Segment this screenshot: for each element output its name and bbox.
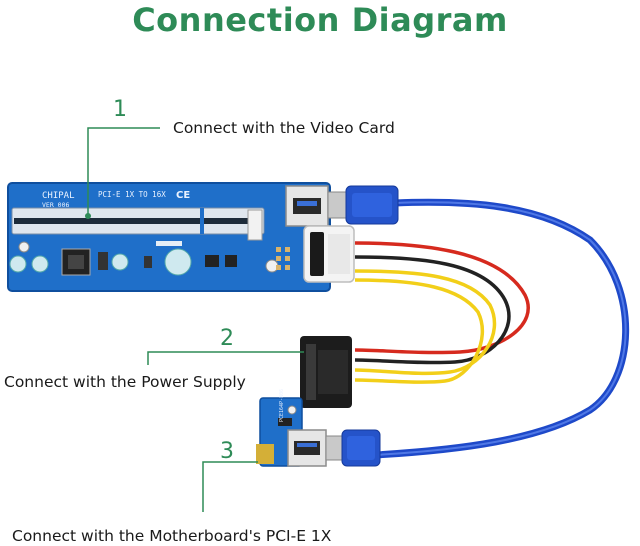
capacitor <box>31 255 49 273</box>
molex-connector <box>303 225 355 283</box>
capacitor <box>111 253 129 271</box>
diagram-title: Connection Diagram <box>132 1 508 39</box>
capacitor <box>164 248 192 276</box>
usb-cable <box>371 198 630 459</box>
usb-plug-top <box>327 185 399 225</box>
callout-label-power-supply: Connect with the Power Supply <box>4 373 246 391</box>
callout-leaders <box>85 127 304 512</box>
pcie-1x-adapter-board: PCE164P-N06 <box>256 389 303 467</box>
board-brand: CHIPAL <box>42 191 75 201</box>
usb-plug-bottom <box>325 429 381 467</box>
board-cert: CE <box>176 190 190 201</box>
callout-number-1: 1 <box>113 97 127 122</box>
usb-port-adapter <box>287 429 327 467</box>
power-wires <box>354 241 530 384</box>
usb-port-board <box>285 185 329 227</box>
sata-power-connector <box>300 336 352 408</box>
adapter-board-text: PCE164P-N06 <box>279 389 285 422</box>
leader-line-1 <box>87 127 160 216</box>
leader-line-3 <box>202 461 258 512</box>
board-version: VER 006 <box>42 201 69 209</box>
leader-dot-1 <box>85 213 91 219</box>
callout-label-motherboard: Connect with the Motherboard's PCI-E 1X <box>12 527 332 545</box>
pcie-1x-edge-connector <box>256 444 274 464</box>
capacitor <box>9 255 27 273</box>
callout-number-3: 3 <box>220 439 234 464</box>
board-model: PCI-E 1X TO 16X <box>98 190 166 199</box>
callout-label-video-card: Connect with the Video Card <box>173 119 395 137</box>
leader-line-2 <box>147 351 304 365</box>
callout-number-2: 2 <box>220 326 234 351</box>
riser-board: CHIPAL VER 006 PCI-E 1X TO 16X CE <box>7 182 331 292</box>
